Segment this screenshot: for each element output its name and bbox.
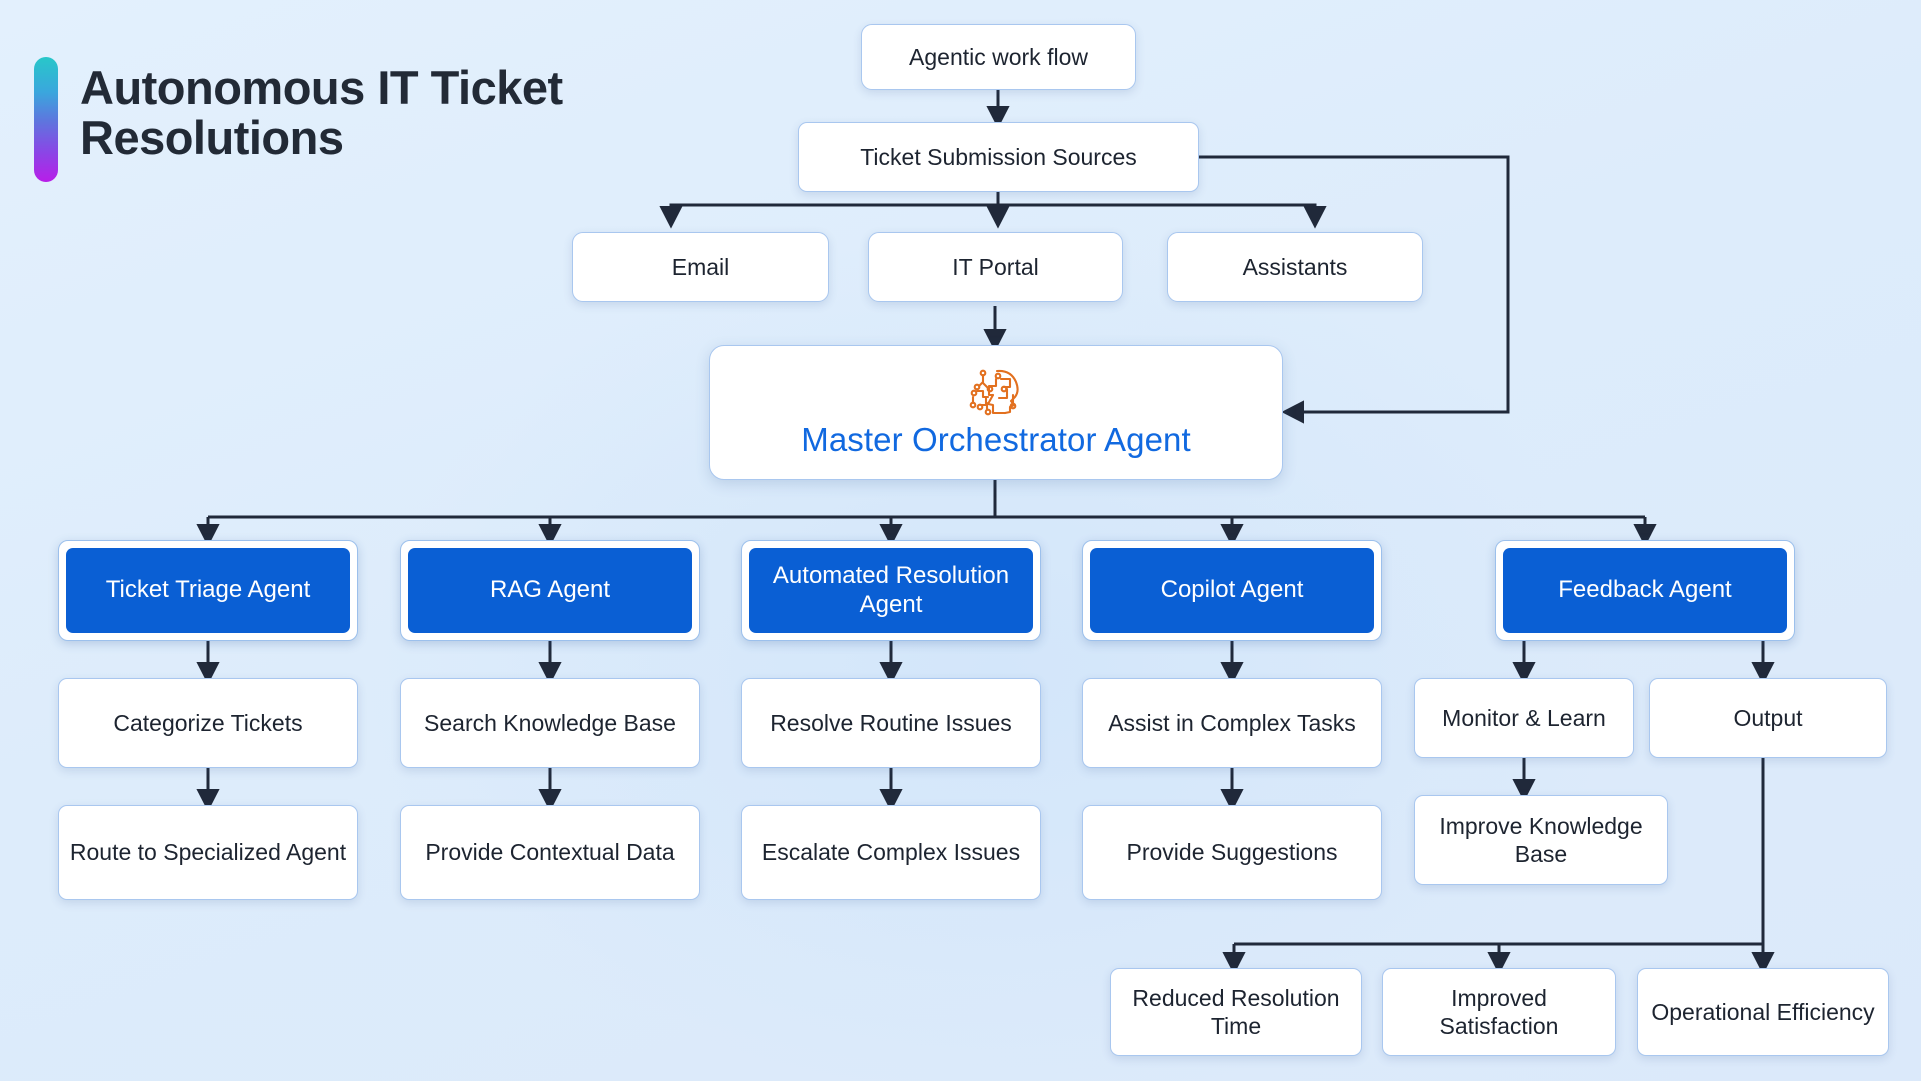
step-monitor-and-learn[interactable]: Monitor & Learn — [1414, 678, 1634, 758]
outcome-improved-satisfaction[interactable]: Improved Satisfaction — [1382, 968, 1616, 1056]
outcome-reduced-resolution-time[interactable]: Reduced Resolution Time — [1110, 968, 1362, 1056]
node-source-email[interactable]: Email — [572, 232, 829, 302]
agent-label: Copilot Agent — [1090, 548, 1374, 633]
node-source-assistants[interactable]: Assistants — [1167, 232, 1423, 302]
master-orchestrator-label: Master Orchestrator Agent — [801, 420, 1191, 458]
step-search-knowledge-base[interactable]: Search Knowledge Base — [400, 678, 700, 768]
node-ticket-submission-sources[interactable]: Ticket Submission Sources — [798, 122, 1199, 192]
node-output[interactable]: Output — [1649, 678, 1887, 758]
agent-label: Feedback Agent — [1503, 548, 1787, 633]
page-title: Autonomous IT Ticket Resolutions — [34, 57, 680, 182]
agent-label: Automated Resolution Agent — [749, 548, 1033, 633]
step-provide-contextual-data[interactable]: Provide Contextual Data — [400, 805, 700, 900]
agent-card-automated-resolution[interactable]: Automated Resolution Agent — [741, 540, 1041, 641]
step-improve-knowledge-base[interactable]: Improve Knowledge Base — [1414, 795, 1668, 885]
step-provide-suggestions[interactable]: Provide Suggestions — [1082, 805, 1382, 900]
node-source-it-portal[interactable]: IT Portal — [868, 232, 1123, 302]
outcome-operational-efficiency[interactable]: Operational Efficiency — [1637, 968, 1889, 1056]
title-text: Autonomous IT Ticket Resolutions — [80, 61, 563, 165]
step-categorize-tickets[interactable]: Categorize Tickets — [58, 678, 358, 768]
agent-label: RAG Agent — [408, 548, 692, 633]
agent-card-copilot[interactable]: Copilot Agent — [1082, 540, 1382, 641]
agent-card-feedback[interactable]: Feedback Agent — [1495, 540, 1795, 641]
node-master-orchestrator-agent[interactable]: Master Orchestrator Agent — [709, 345, 1283, 480]
agent-label: Ticket Triage Agent — [66, 548, 350, 633]
step-assist-in-complex-tasks[interactable]: Assist in Complex Tasks — [1082, 678, 1382, 768]
ai-brain-head-icon — [967, 367, 1025, 419]
step-resolve-routine-issues[interactable]: Resolve Routine Issues — [741, 678, 1041, 768]
node-agentic-work-flow[interactable]: Agentic work flow — [861, 24, 1136, 90]
step-route-to-specialized-agent[interactable]: Route to Specialized Agent — [58, 805, 358, 900]
agent-card-rag[interactable]: RAG Agent — [400, 540, 700, 641]
accent-bar — [34, 57, 58, 182]
agent-card-ticket-triage[interactable]: Ticket Triage Agent — [58, 540, 358, 641]
step-escalate-complex-issues[interactable]: Escalate Complex Issues — [741, 805, 1041, 900]
